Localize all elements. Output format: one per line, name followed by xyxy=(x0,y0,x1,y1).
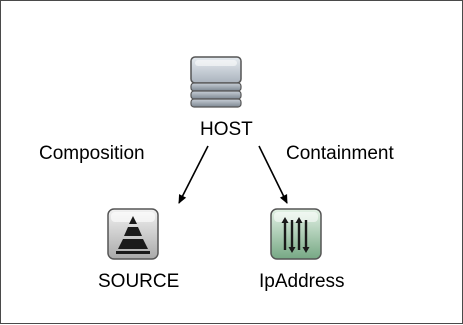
triangle-stack-icon[interactable] xyxy=(104,205,162,263)
ipaddress-node-label[interactable]: IpAddress xyxy=(259,271,345,292)
parallel-arrows-icon[interactable] xyxy=(267,205,325,263)
containment-edge-label: Containment xyxy=(286,143,394,164)
containment-edge[interactable] xyxy=(258,145,288,204)
host-node-label[interactable]: HOST xyxy=(200,119,253,140)
database-server-icon[interactable] xyxy=(187,53,245,111)
composition-edge-label: Composition xyxy=(39,143,145,164)
composition-edge[interactable] xyxy=(178,145,209,204)
source-node-label[interactable]: SOURCE xyxy=(98,271,180,292)
